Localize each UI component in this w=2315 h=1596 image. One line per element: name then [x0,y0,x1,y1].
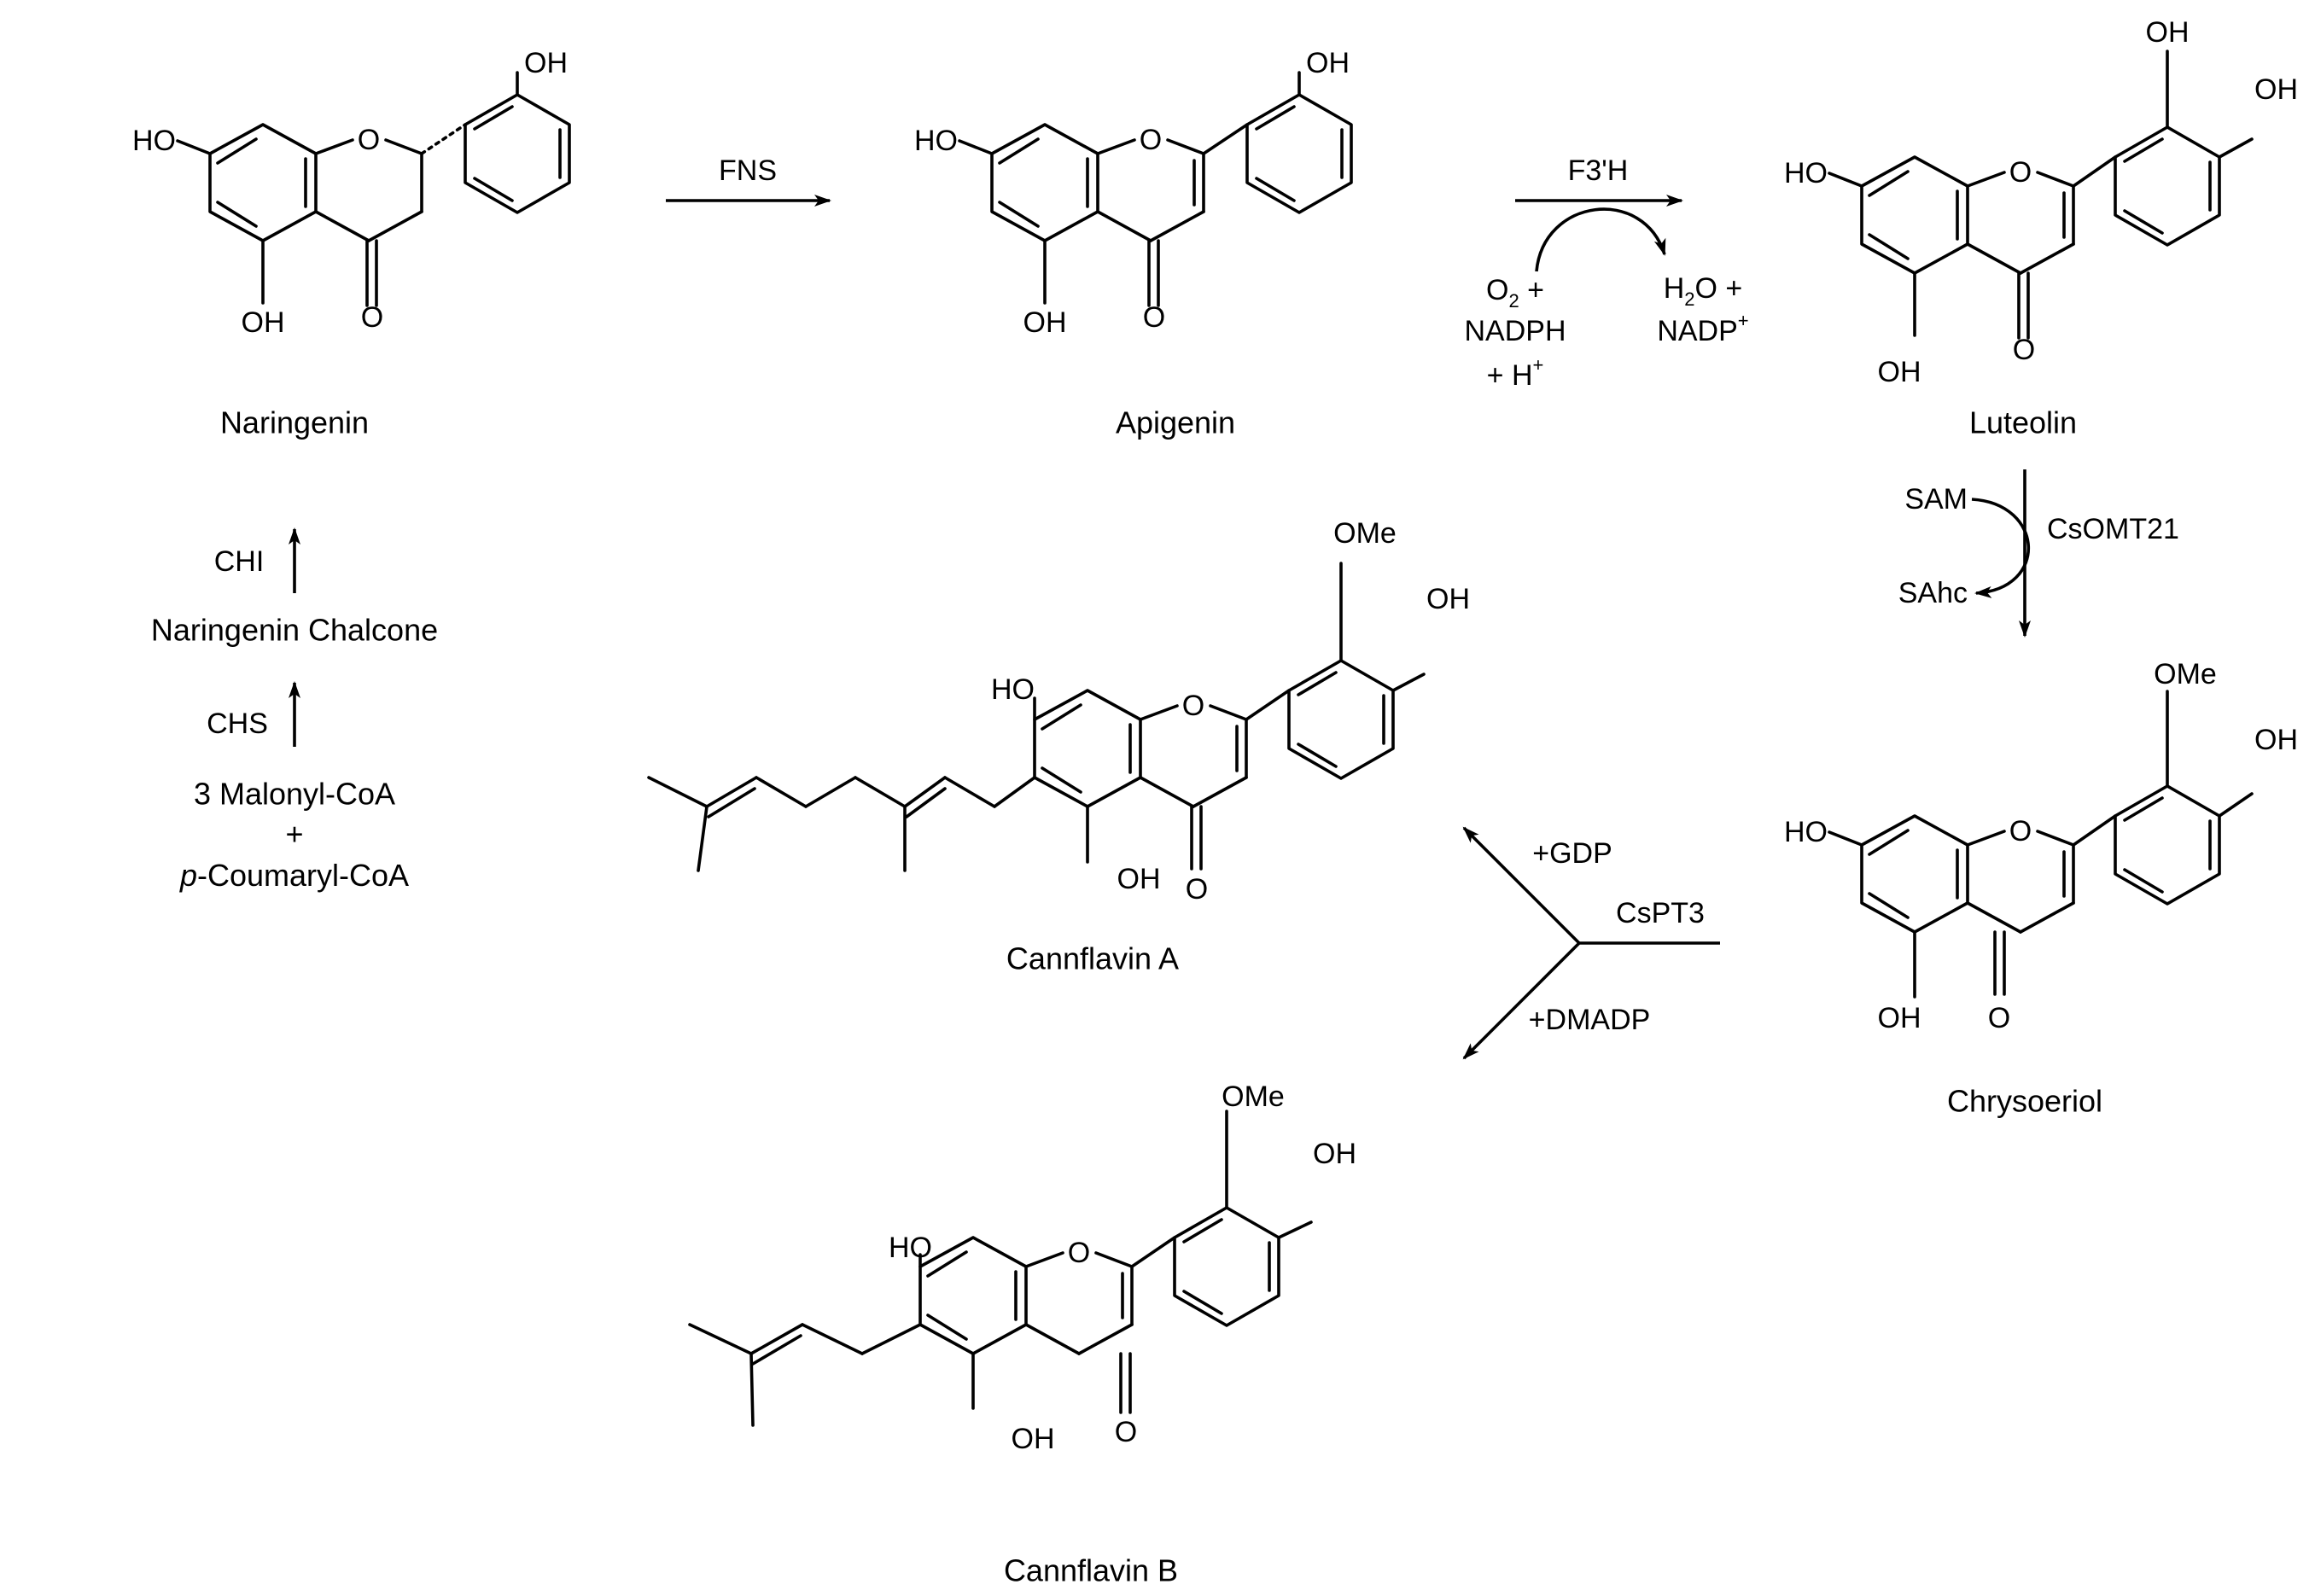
naringenin-label: Naringenin [220,405,369,440]
apigenin-carbonyl-o: O [1143,301,1165,334]
chrysoeriol-structure: O O HO OH OMe OH [1784,658,2298,1034]
cannflavin-b-carbonyl-o: O [1115,1416,1137,1448]
chrysoeriol-oh-5: OH [1878,1002,1921,1034]
cannflavin-a-structure: O O HO OH OMe OH [647,517,1470,906]
chrysoeriol-label: Chrysoeriol [1947,1084,2102,1119]
sam-cofactor-arc [1971,498,2031,598]
cannflavin-a-ome: OMe [1333,517,1397,550]
coumaryl-rest: -Coumaryl-CoA [197,858,409,893]
chrysoeriol-ome: OMe [2154,658,2217,690]
sam-label: SAM [1904,483,1968,515]
f3h-label: F3'H [1568,154,1629,187]
naringenin-oh-5: OH [242,306,285,339]
nadph-label: NADPH [1464,315,1566,347]
luteolin-oh-4p: OH [2254,73,2298,106]
naringenin-oh-4p: OH [524,47,568,79]
cannflavin-a-ring-o: O [1182,690,1204,722]
nadp-label: NADP+ [1657,310,1748,347]
cannflavin-a-label: Cannflavin A [1006,941,1179,976]
coumaryl-prefix: p [179,858,197,893]
chrysoeriol-ring-o: O [2009,815,2032,848]
cannflavin-b-structure: O O HO OH OMe OH [688,1081,1356,1455]
o2-label: O2 + [1486,274,1544,312]
naringenin-ring-o: O [358,124,380,156]
apigenin-label: Apigenin [1116,405,1235,440]
luteolin-oh-3p: OH [2146,16,2190,49]
cannflavin-a-ho-7: HO [991,673,1035,706]
apigenin-oh-5: OH [1023,306,1067,339]
coumaryl-label: p-Coumaryl-CoA [179,858,409,893]
malonyl-label: 3 Malonyl-CoA [194,777,395,812]
apigenin-structure: O O HO OH OH [914,47,1353,339]
luteolin-carbonyl-o: O [2013,334,2035,366]
apigenin-ring-o: O [1140,124,1162,156]
sahc-label: SAhc [1898,577,1968,609]
cspt3-label: CsPT3 [1616,897,1705,929]
dmadp-label: +DMADP [1529,1004,1651,1036]
apigenin-oh-4p: OH [1306,47,1350,79]
plus-label: + [285,817,303,852]
fns-label: FNS [719,154,777,187]
h2o-label: H2O + [1664,272,1743,310]
luteolin-ho-7: HO [1784,157,1828,189]
luteolin-ring-o: O [2009,156,2032,189]
cannflavin-b-ome: OMe [1222,1081,1285,1113]
csomt21-label: CsOMT21 [2047,513,2179,545]
h-plus-label: + H+ [1487,354,1544,392]
cannflavin-b-ring-o: O [1068,1237,1090,1269]
cannflavin-b-oh-5: OH [1012,1423,1055,1455]
chrysoeriol-oh-4p: OH [2254,724,2298,756]
chi-label: CHI [214,545,265,578]
cspt3-arrow-up [1462,826,1581,945]
f3h-cofactor-arc [1535,207,1666,272]
cannflavin-b-ho-7: HO [889,1232,932,1264]
naringenin-structure: O O HO OH OH [132,47,571,339]
cannflavin-b-oh-4p: OH [1313,1138,1356,1170]
luteolin-oh-5: OH [1878,356,1921,388]
naringenin-ho-7: HO [132,125,176,157]
cannflavin-a-oh-5: OH [1117,863,1161,895]
chalcone-label: Naringenin Chalcone [151,613,438,648]
cspt3-arrow-down [1462,941,1581,1060]
gdp-label: +GDP [1532,837,1612,870]
luteolin-label: Luteolin [1969,405,2077,440]
chs-label: CHS [207,708,268,740]
naringenin-carbonyl-o: O [361,301,383,334]
cannflavin-b-label: Cannflavin B [1004,1553,1178,1588]
chrysoeriol-carbonyl-o: O [1988,1002,2010,1034]
cannflavin-a-carbonyl-o: O [1186,873,1208,906]
apigenin-ho-7: HO [914,125,958,157]
cannflavin-a-oh-4p: OH [1426,583,1470,615]
chrysoeriol-ho-7: HO [1784,816,1828,848]
luteolin-structure: O O HO OH OH OH [1784,16,2298,388]
